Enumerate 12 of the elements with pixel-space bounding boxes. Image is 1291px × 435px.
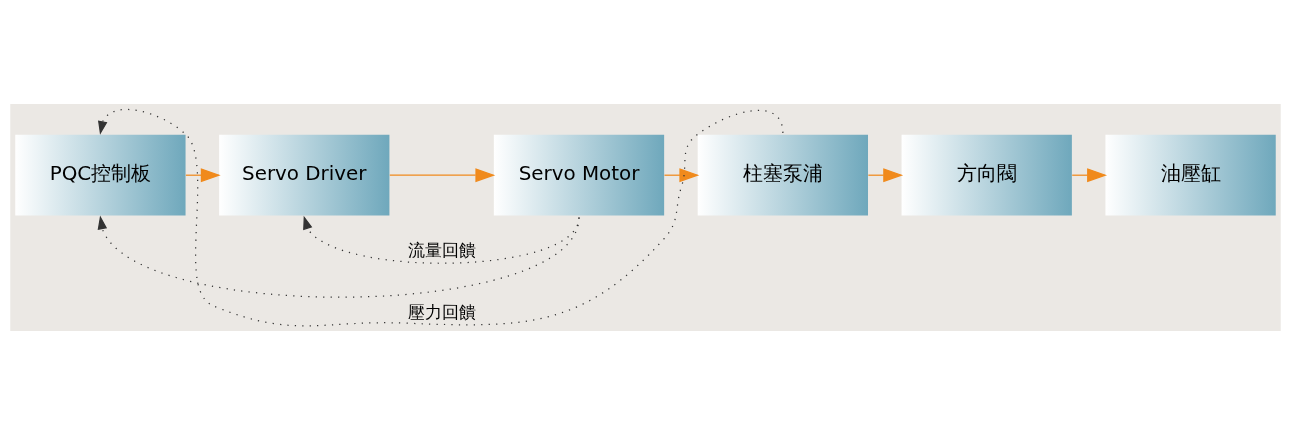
- arrow: [389, 168, 496, 183]
- arrow: [303, 215, 580, 264]
- node-box: 方向閥: [901, 134, 1072, 216]
- arrow: [97, 215, 580, 298]
- node-box: 油壓缸: [1105, 134, 1276, 216]
- edge-label: 流量回饋: [407, 240, 476, 261]
- node-box: 柱塞泵浦: [697, 134, 868, 216]
- node-box: Servo Motor: [493, 134, 665, 216]
- node-box: PQC控制板: [15, 134, 186, 216]
- edge-label: 壓力回饋: [407, 302, 476, 323]
- node-box: Servo Driver: [219, 134, 390, 216]
- arrow: [98, 108, 784, 327]
